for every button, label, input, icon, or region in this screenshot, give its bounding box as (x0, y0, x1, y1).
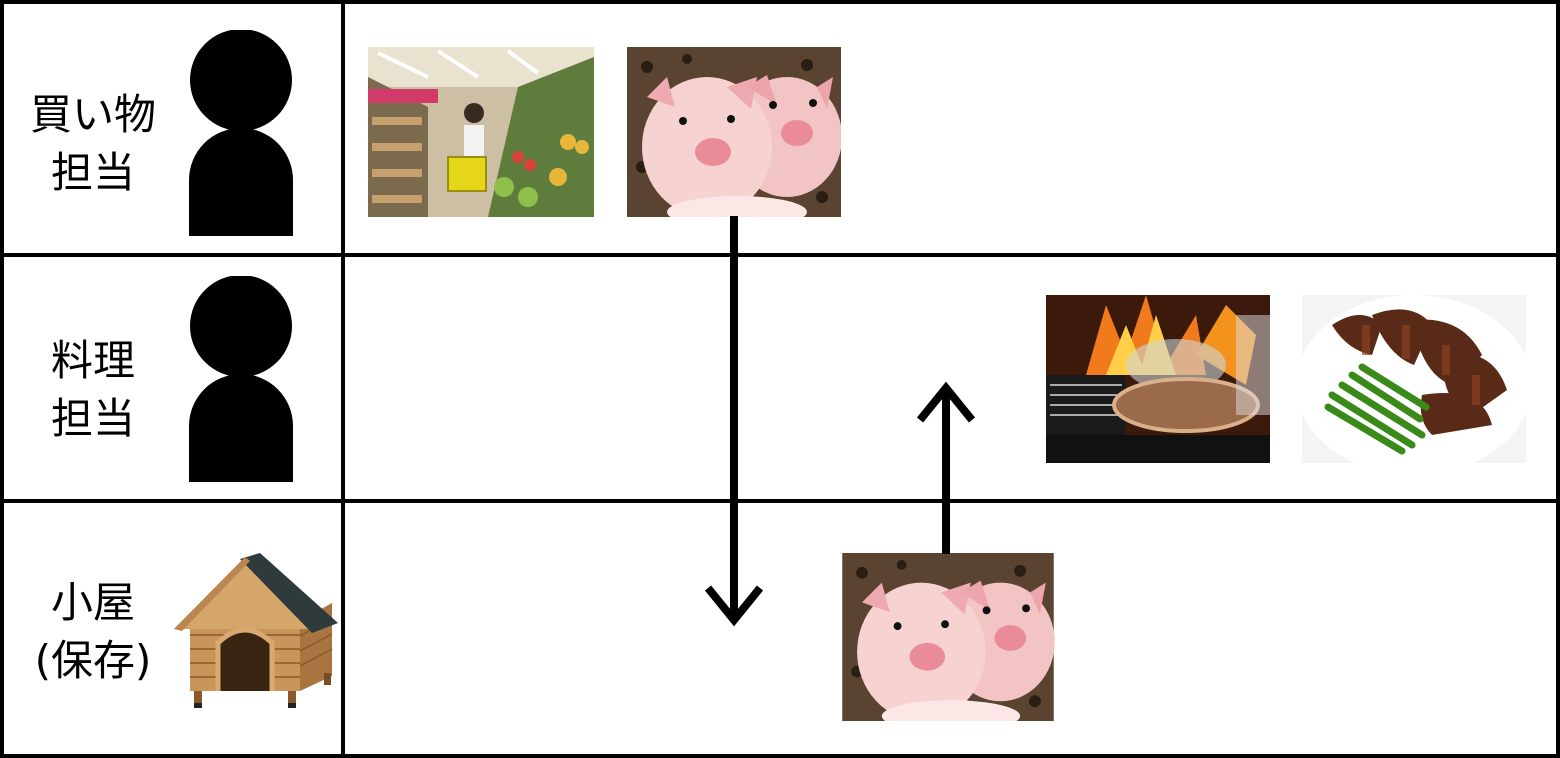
lane-label-line1: 買い物 (29, 90, 156, 139)
lane-label-line1: 料理 (50, 336, 135, 385)
arrow-down-icon (704, 216, 764, 627)
lane-label-cooking: 料理 担当 (18, 332, 168, 448)
grid-line-right (1556, 0, 1560, 758)
grid-line-row2 (0, 499, 1560, 503)
grid-line-left (0, 0, 4, 758)
grid-line-top (0, 0, 1560, 4)
flambe-cooking-photo (1046, 295, 1270, 463)
person-icon (189, 276, 293, 482)
grid-line-row1 (0, 253, 1560, 257)
doghouse-icon (160, 551, 340, 721)
grid-line-bottom (0, 754, 1560, 758)
lane-label-line2: (保存) (34, 636, 152, 685)
grid-line-divider (341, 0, 345, 758)
lane-label-shopping: 買い物 担当 (18, 86, 168, 202)
lane-label-line2: 担当 (50, 394, 135, 443)
roast-pork-dish-photo (1302, 295, 1526, 463)
lane-label-storage: 小屋 (保存) (18, 574, 168, 690)
piglets-photo (842, 553, 1055, 721)
arrow-up-icon (916, 382, 976, 554)
lane-label-line2: 担当 (50, 148, 135, 197)
supermarket-photo (368, 47, 594, 217)
piglets-photo (627, 47, 841, 217)
lane-label-line1: 小屋 (50, 578, 135, 627)
person-icon (189, 30, 293, 236)
